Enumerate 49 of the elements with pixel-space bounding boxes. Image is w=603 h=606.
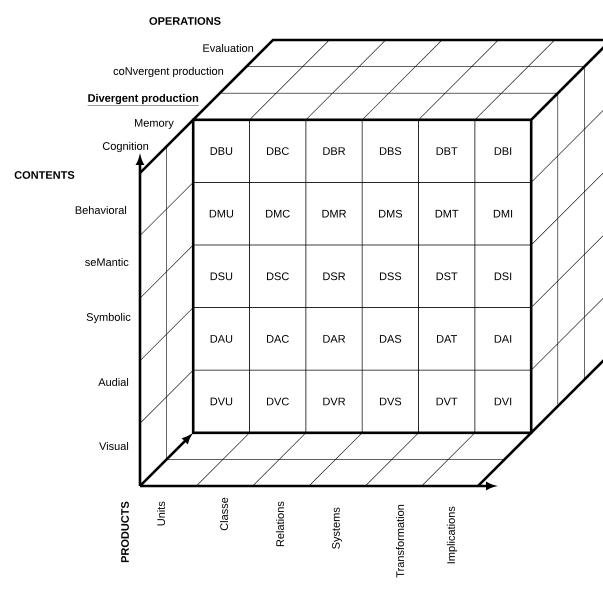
category-label: Units	[156, 502, 166, 526]
grid-cell: DAR	[306, 307, 362, 370]
grid-cell: DVI	[474, 370, 532, 434]
grid-cell: DMC	[249, 182, 306, 246]
category-label: Behavioral	[76, 206, 126, 214]
grid-cell: DMR	[306, 182, 362, 246]
category-label: Relations	[276, 502, 284, 546]
grid-cell: DSR	[306, 244, 362, 308]
grid-cell: DBI	[474, 120, 532, 183]
category-label: coNvergent production	[114, 66, 224, 78]
grid-cell: DAU	[192, 307, 250, 370]
grid-cell: DVR	[306, 370, 362, 434]
grid-cell: DAT	[418, 307, 476, 370]
grid-cell: DAI	[474, 307, 532, 370]
grid-cell: DBC	[249, 120, 306, 183]
grid-cell: DSS	[362, 244, 419, 308]
grid-cell: DST	[418, 244, 476, 308]
category-label: Symbolic	[86, 312, 130, 324]
grid-cell: DVT	[418, 370, 476, 434]
grid-cell: DBU	[192, 120, 250, 183]
grid-cell: DMU	[192, 182, 250, 246]
grid-cell: DMS	[362, 182, 419, 246]
category-label: Systems	[332, 508, 342, 549]
grid-cell: DSU	[192, 244, 250, 308]
grid-cell: DVU	[192, 370, 250, 434]
grid-cell: DAC	[249, 307, 306, 370]
grid-cell: DAS	[362, 307, 419, 370]
category-label: Implications	[446, 506, 458, 564]
grid-cell: DMI	[474, 182, 532, 246]
category-label: Memory	[134, 119, 174, 129]
category-label: Visual	[99, 442, 128, 450]
grid-cell: DSI	[474, 244, 532, 308]
grid-cell: DBS	[362, 120, 419, 183]
grid-cell: DBR	[306, 120, 362, 183]
grid-cell: DMT	[418, 182, 476, 246]
grid-cell: DBT	[418, 120, 476, 183]
category-label: Classe	[220, 498, 228, 530]
axis-title: OPERATIONS	[150, 17, 221, 25]
axis-title: PRODUCTS	[121, 502, 129, 562]
grid-cell: DSC	[249, 244, 306, 308]
category-label: Transformation	[396, 504, 404, 578]
grid-cell: DVS	[362, 370, 419, 434]
grid-cell: DVC	[249, 370, 306, 434]
category-label: Cognition	[102, 142, 148, 152]
axis-title: CONTENTS	[14, 171, 74, 179]
category-label: seMantic	[85, 258, 128, 266]
category-label: Divergent production	[87, 94, 199, 106]
category-label: Audial	[98, 378, 128, 386]
category-label: Evaluation	[203, 44, 254, 52]
